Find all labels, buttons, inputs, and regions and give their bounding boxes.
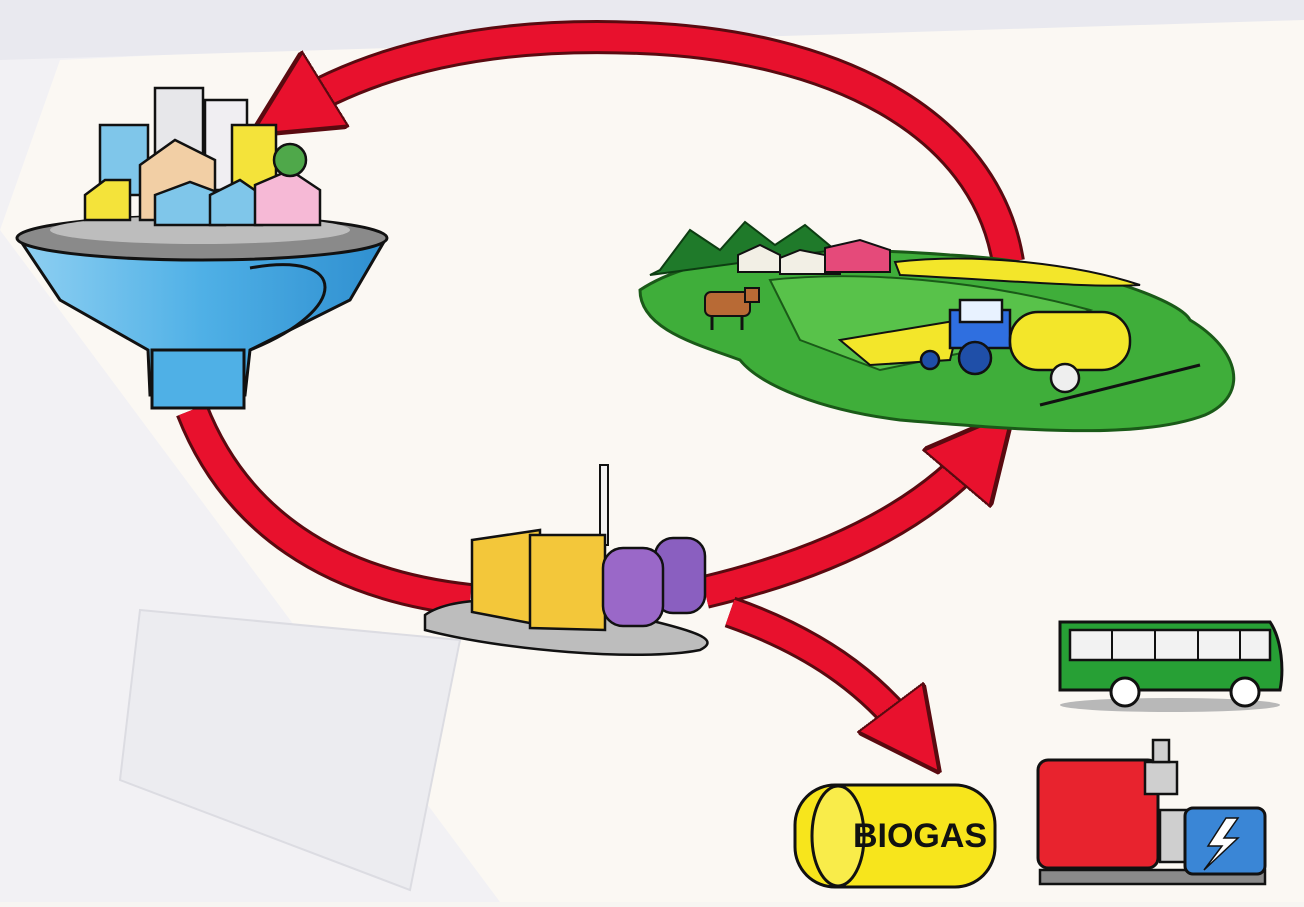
- bus-icon: [1058, 620, 1284, 712]
- lightning-icon: [1203, 817, 1240, 871]
- engine-generator-icon: [1036, 738, 1267, 886]
- city-on-funnel-icon: [15, 86, 389, 410]
- biogas-tank-icon: BIOGAS: [793, 783, 997, 889]
- biogas-plant-tanks-icon: [423, 464, 709, 657]
- farm-field-tractor-icon: [638, 220, 1236, 433]
- cycle-arrows: [176, 20, 1025, 740]
- biogas-label: BIOGAS: [853, 817, 987, 855]
